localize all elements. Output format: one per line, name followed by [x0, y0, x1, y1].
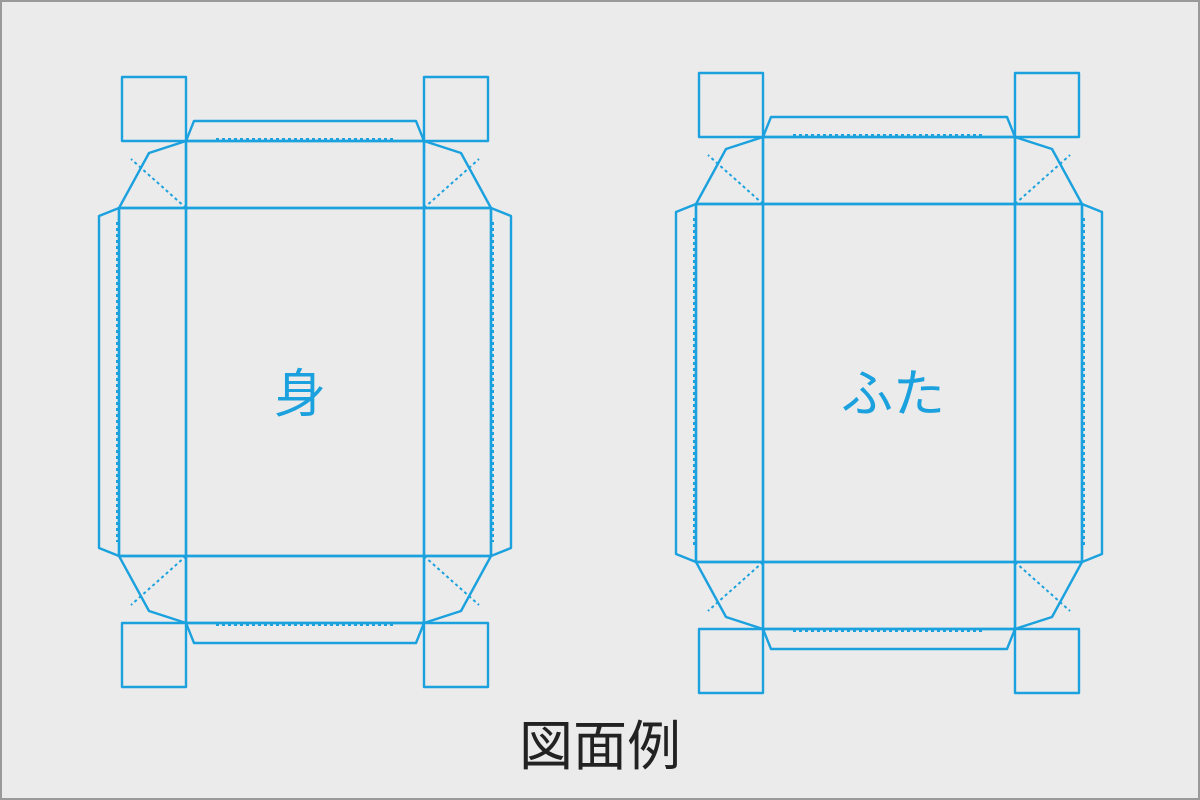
gusset-top-left-fold	[130, 158, 187, 209]
bottom-lip	[761, 627, 1017, 651]
box-lid-label: ふた	[841, 365, 945, 425]
gusset-top-left-fold	[707, 154, 764, 205]
tab-top-left	[697, 71, 765, 139]
gusset-bottom-left-fold	[130, 555, 187, 606]
tab-top-right	[1013, 71, 1081, 139]
diagram-caption: 図面例	[519, 715, 681, 778]
right-lip	[1080, 202, 1104, 564]
gusset-top-left	[117, 139, 188, 210]
left-lip	[674, 202, 698, 564]
gusset-bottom-left	[117, 554, 188, 625]
gusset-bottom-right	[422, 554, 493, 625]
gusset-top-right-fold	[423, 158, 480, 209]
gusset-bottom-left	[694, 560, 765, 631]
box-body-label: 身	[274, 365, 326, 425]
gusset-bottom-right-fold	[1014, 561, 1071, 612]
gusset-bottom-right	[1013, 560, 1084, 631]
gusset-bottom-left-fold	[707, 561, 764, 612]
gusset-top-right	[1013, 135, 1084, 206]
left-lip	[97, 206, 121, 558]
box-lid-net	[674, 71, 1104, 695]
tab-bottom-right	[422, 621, 490, 689]
tab-top-right	[422, 75, 490, 143]
tab-top-left	[120, 75, 188, 143]
gusset-top-right-fold	[1014, 154, 1071, 205]
gusset-top-left	[694, 135, 765, 206]
box-body-net	[97, 75, 513, 689]
bottom-lip	[184, 621, 426, 645]
top-lip	[761, 115, 1017, 139]
top-lip	[184, 119, 426, 143]
tab-bottom-left	[120, 621, 188, 689]
gusset-top-right	[422, 139, 493, 210]
right-lip	[489, 206, 513, 558]
gusset-bottom-right-fold	[423, 555, 480, 606]
tab-bottom-right	[1013, 627, 1081, 695]
tab-bottom-left	[697, 627, 765, 695]
